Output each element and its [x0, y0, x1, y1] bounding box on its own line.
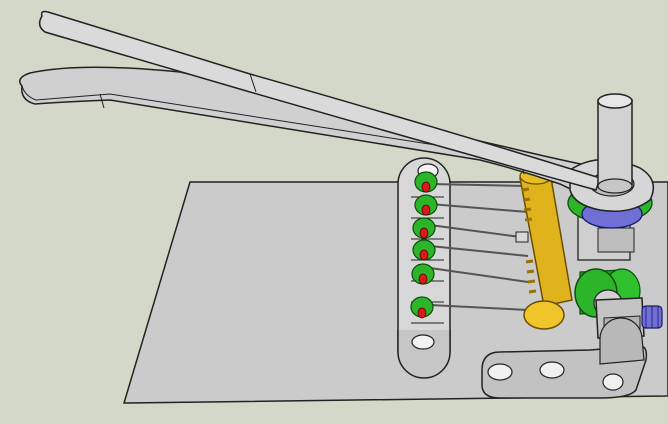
- saddle-6: [410, 296, 434, 319]
- string-4: [429, 245, 529, 257]
- saddle-1: [414, 171, 438, 193]
- anchor-plate: [481, 317, 648, 399]
- string-5: [429, 267, 529, 283]
- strings: [429, 183, 529, 311]
- saddle-2: [414, 194, 438, 216]
- string-1: [429, 183, 529, 187]
- pivot-post: [597, 93, 633, 194]
- saddle-4: [412, 239, 436, 261]
- saddles: [410, 171, 438, 319]
- saddle-5: [411, 263, 435, 285]
- string-2: [429, 203, 529, 213]
- tension-knob: [641, 305, 663, 329]
- string-3: [429, 224, 529, 239]
- roller-bar: [515, 167, 573, 330]
- saddle-3: [412, 217, 436, 239]
- string-6: [429, 304, 529, 311]
